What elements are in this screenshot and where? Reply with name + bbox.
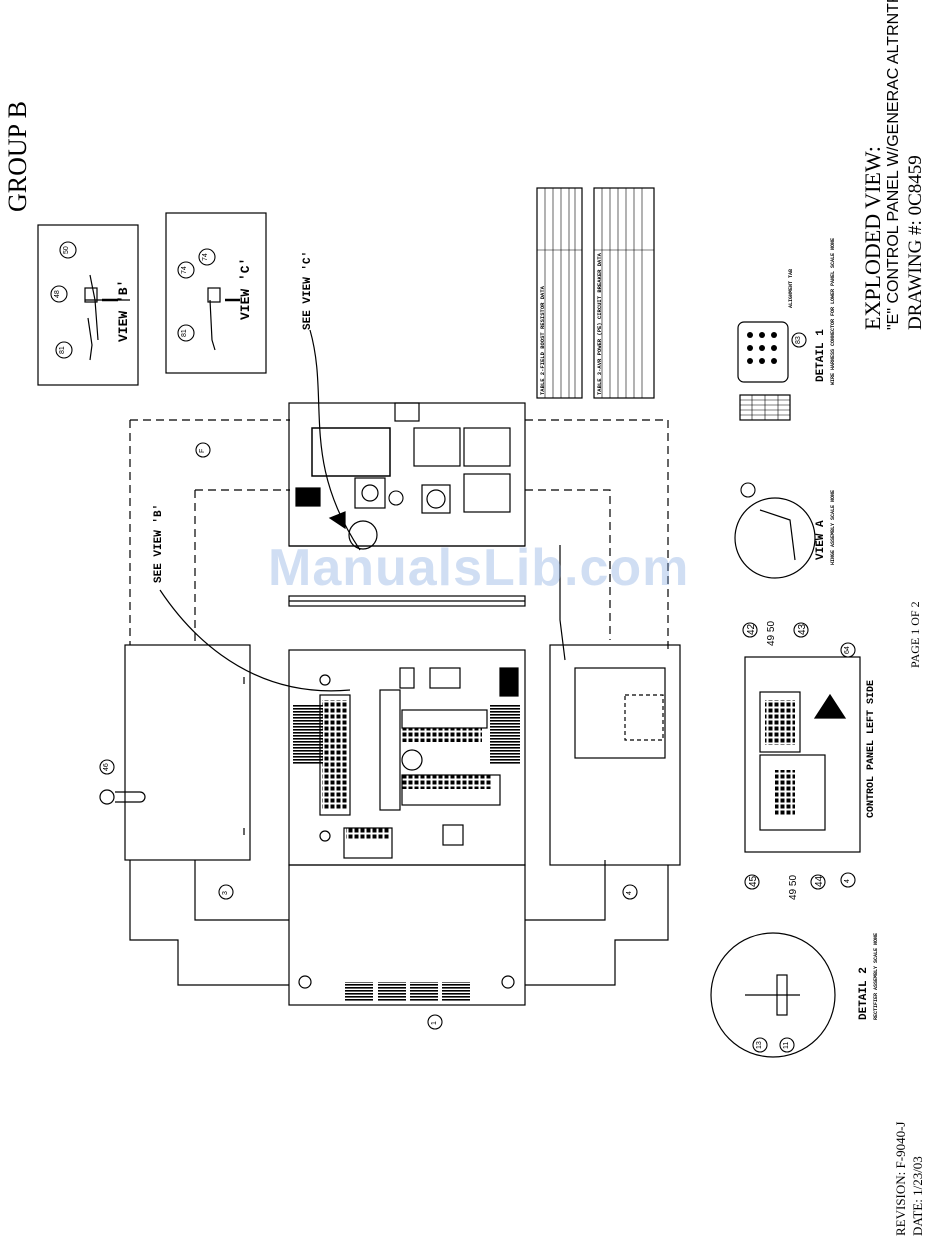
callout-11: 11 (783, 1041, 790, 1049)
callout-46: 46 (103, 763, 110, 771)
view-a-label: VIEW A (815, 520, 827, 560)
callout-49-50-bottom: 49 50 (788, 874, 799, 900)
lower-panel (288, 864, 526, 1006)
see-view-b: SEE VIEW 'B' (153, 503, 165, 583)
breaker-table-title: TABLE 3-AVR POWER (PE) CIRCUIT BREAKER D… (596, 253, 603, 395)
callout-13: 13 (756, 1041, 763, 1049)
detail-2-sub: RECTIFIER ASSEMBLY SCALE NONE (873, 932, 879, 1020)
revision: REVISION: F-9040-J (893, 1121, 908, 1236)
page-number: PAGE 1 OF 2 (908, 601, 922, 668)
drawing-number: DRAWING #: 0C8459 (905, 155, 926, 330)
left-side-label: CONTROL PANEL LEFT SIDE (866, 679, 877, 818)
right-door (549, 644, 681, 866)
callout-4-side: 4 (844, 879, 851, 883)
callout-1: 1 (431, 1021, 438, 1025)
page-subtitle: "E" CONTROL PANEL W/GENERAC ALTRNTRS (885, 0, 902, 330)
detail-2-label: DETAIL 2 (858, 967, 870, 1020)
boost-resistor-table (536, 187, 583, 399)
boost-table-title: TABLE 2-FIELD BOOST RESISTOR DATA (539, 286, 546, 395)
left-door (124, 644, 251, 861)
callout-64: 64 (844, 646, 851, 654)
view-b-box (37, 224, 139, 386)
alignment-tab-label: ALIGNMENT TAB (788, 268, 794, 308)
breaker-table (593, 187, 655, 399)
view-a-sub: HINGE ASSEMBLY SCALE NONE (830, 489, 836, 565)
callouts (50, 241, 856, 1053)
callout-74-b: 74 (202, 253, 209, 261)
callout-50-b: 50 (63, 246, 70, 254)
watermark: ManualsLib.com (268, 539, 690, 597)
callout-81-c: 81 (181, 329, 188, 337)
callout-45: 45 (748, 875, 759, 887)
callout-43: 43 (797, 623, 808, 635)
detail-1-sub: WIRE HARNESS CONNECTOR FOR LOWER PANEL S… (830, 237, 836, 385)
callout-48: 48 (54, 290, 61, 298)
callout-4: 4 (626, 891, 633, 895)
callout-83: 83 (795, 336, 802, 344)
left-side-panel (744, 656, 861, 853)
callout-3: 3 (222, 891, 229, 895)
callout-49-50-top: 49 50 (766, 620, 777, 646)
view-c-box (165, 212, 267, 374)
callout-44: 44 (814, 875, 825, 887)
callout-74-a: 74 (181, 266, 188, 274)
callout-F: F (199, 448, 206, 453)
detail-1-label: DETAIL 1 (815, 329, 827, 382)
page-title: EXPLODED VIEW: (860, 146, 885, 330)
see-view-c: SEE VIEW 'C' (302, 250, 314, 330)
callout-42: 42 (746, 623, 757, 635)
date: DATE: 1/23/03 (910, 1156, 925, 1236)
view-c-label: VIEW 'C' (238, 257, 253, 320)
group-label: GROUP B (3, 100, 32, 212)
view-b-label: VIEW 'B' (116, 279, 131, 342)
callout-81-b: 81 (59, 346, 66, 354)
